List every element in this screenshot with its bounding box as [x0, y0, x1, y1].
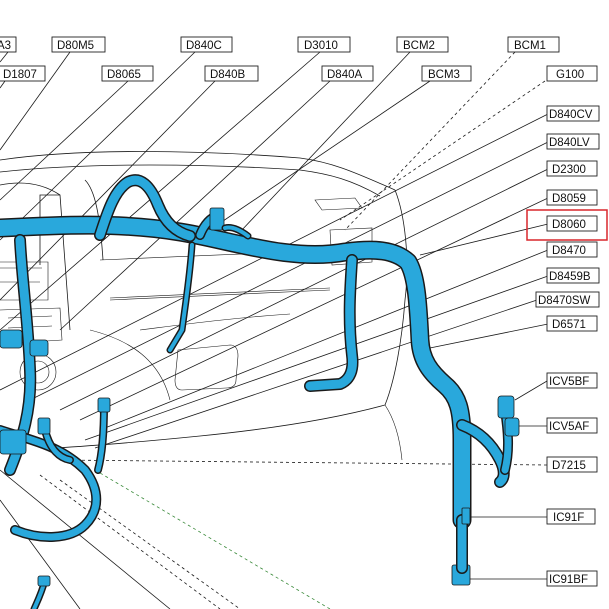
label-ICV5AF: ICV5AF	[546, 417, 598, 434]
wiring-harness	[0, 174, 520, 609]
label-BCM1: BCM1	[507, 36, 560, 53]
leader-lines	[0, 51, 549, 609]
label-column-right-lower: ICV5BF ICV5AF D7215 IC91F IC91BF	[546, 372, 598, 587]
label-D8060-text: D8060	[552, 219, 586, 231]
label-D6571: D6571	[546, 315, 598, 332]
label-D1807-text: D1807	[3, 69, 37, 81]
label-D3010: D3010	[297, 36, 351, 53]
label-D80M5-text: D80M5	[57, 40, 94, 52]
label-D1807: D1807	[0, 65, 46, 82]
label-D840A: D840A	[321, 65, 374, 82]
highlight-box	[526, 209, 608, 241]
label-ICV5AF-text: ICV5AF	[549, 421, 589, 433]
label-IC91BF-text: IC91BF	[549, 574, 588, 586]
label-D840C-text: D840C	[186, 40, 222, 52]
label-A3-text: A3	[0, 40, 11, 52]
label-D8059: D8059	[546, 189, 598, 206]
label-BCM2: BCM2	[396, 36, 449, 53]
label-BCM2-text: BCM2	[403, 40, 435, 52]
label-D7215: D7215	[546, 456, 598, 473]
label-D840LV-text: D840LV	[549, 137, 590, 149]
label-BCM3: BCM3	[421, 65, 472, 82]
label-D8065: D8065	[101, 65, 154, 82]
label-D7215-text: D7215	[552, 460, 586, 472]
label-D6571-text: D6571	[552, 319, 586, 331]
label-A3: A3	[0, 36, 17, 53]
label-BCM3-text: BCM3	[428, 69, 460, 81]
label-ICV5BF-text: ICV5BF	[549, 376, 589, 388]
label-D840B: D840B	[204, 65, 259, 82]
label-D8470SW-text: D8470SW	[538, 295, 591, 307]
label-row-top: A3 D80M5 D840C D3010 BCM2 BCM1	[0, 36, 560, 53]
label-ICV5BF: ICV5BF	[546, 372, 598, 389]
label-BCM1-text: BCM1	[514, 40, 546, 52]
label-D8470: D8470	[546, 241, 598, 258]
label-column-right: D840CV D840LV D2300 D8059 D8060 D8470 D8…	[526, 105, 608, 332]
label-D8470SW: D8470SW	[535, 291, 600, 308]
label-D840CV: D840CV	[546, 105, 600, 122]
label-IC91F: IC91F	[546, 508, 596, 525]
label-D840C: D840C	[180, 36, 233, 53]
label-row-second: D1807 D8065 D840B D840A BCM3 G100	[0, 65, 598, 82]
label-IC91F-text: IC91F	[553, 512, 584, 524]
label-D2300: D2300	[546, 160, 598, 177]
label-IC91BF: IC91BF	[546, 570, 598, 587]
label-D8059-text: D8059	[552, 193, 586, 205]
label-D840LV: D840LV	[546, 133, 600, 150]
label-D8065-text: D8065	[107, 69, 141, 81]
label-D2300-text: D2300	[552, 164, 586, 176]
label-D840B-text: D840B	[210, 69, 245, 81]
label-D8459B: D8459B	[546, 267, 600, 284]
label-D840CV-text: D840CV	[549, 109, 593, 121]
label-D3010-text: D3010	[304, 40, 338, 52]
label-D8060: D8060	[526, 209, 608, 241]
label-D8470-text: D8470	[552, 245, 586, 257]
label-D8459B-text: D8459B	[549, 271, 591, 283]
label-G100: G100	[546, 65, 598, 82]
label-D80M5: D80M5	[51, 36, 106, 53]
label-D840A-text: D840A	[327, 69, 362, 81]
label-G100-text: G100	[556, 69, 584, 81]
